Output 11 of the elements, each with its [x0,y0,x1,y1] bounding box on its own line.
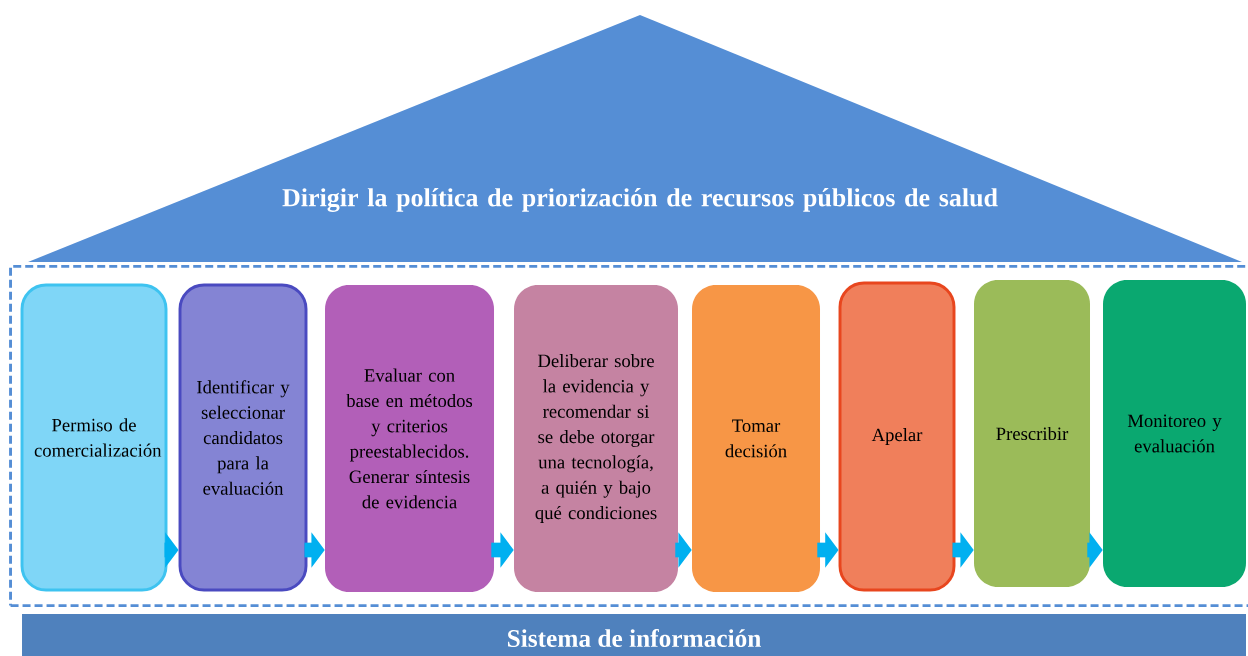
process-box: Identificar y seleccionar candidatos para la evaluación [178,283,308,592]
process-box: Permiso de comercialización [20,283,168,592]
process-box: Deliberar sobre la evidencia y recomendar si se debe otorgar una tecnología, a quién y bajo qué condiciones [514,285,678,592]
roof-triangle: Dirigir la política de priorización de recursos públicos de salud [28,15,1242,262]
foundation-bar: Sistema de información [22,614,1246,656]
process-box: Monitoreo y evaluación [1103,280,1246,587]
dashed-frame [9,264,1248,608]
process-box: Evaluar con base en métodos y criterios preestablecidos. Generar síntesis de evidencia [325,285,494,592]
process-box: Apelar [838,281,956,592]
process-box: Tomar decisión [692,285,820,592]
process-box: Prescribir [974,280,1090,587]
